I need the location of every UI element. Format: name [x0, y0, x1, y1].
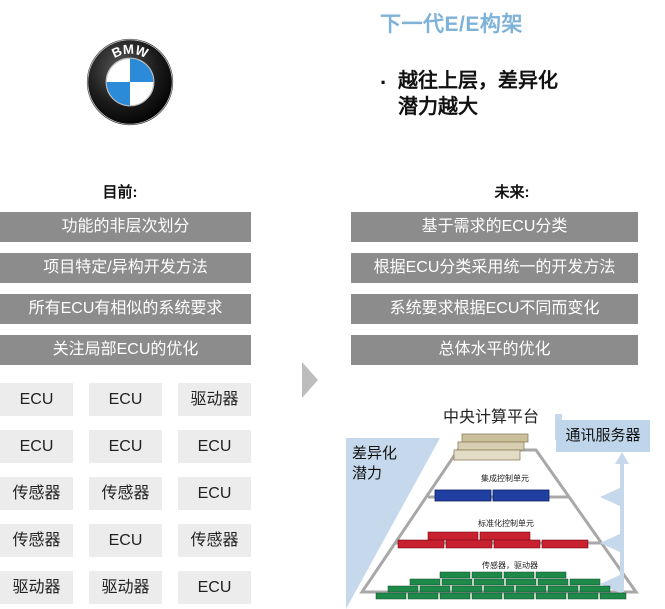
grid-tile: 传感器 [0, 524, 73, 557]
current-bar-3: 所有ECU有相似的系统要求 [0, 294, 251, 324]
future-bar-2: 根据ECU分类采用统一的开发方法 [351, 253, 638, 283]
chevron-right-icon [302, 362, 318, 398]
bmw-logo-icon: BMW [86, 38, 174, 126]
current-bar-1: 功能的非层次划分 [0, 212, 251, 242]
grid-tile: 传感器 [0, 477, 73, 510]
pyramid-diagram [346, 414, 639, 609]
future-bar-3: 系统要求根据ECU不同而变化 [351, 294, 638, 324]
grid-tile: ECU [178, 477, 251, 510]
grid-tile: ECU [0, 383, 73, 416]
current-bar-4: 关注局部ECU的优化 [0, 335, 251, 365]
differentiation-wedge [346, 438, 440, 609]
layer3-label: 传感器，驱动器 [482, 561, 538, 570]
current-heading: 目前: [102, 184, 138, 201]
grid-tile: ECU [178, 430, 251, 463]
grid-tile: 传感器 [89, 477, 162, 510]
future-bar-4: 总体水平的优化 [351, 335, 638, 365]
bullet-line-1: 越往上层，差异化 [398, 70, 558, 92]
comm-server-label: 通讯服务器 [556, 420, 650, 452]
grid-tile: ECU [178, 571, 251, 604]
central-platform-label: 中央计算平台 [442, 409, 539, 426]
current-bar-2: 项目特定/异构开发方法 [0, 253, 251, 283]
grid-tile: ECU [0, 430, 73, 463]
future-heading: 未来: [494, 184, 530, 201]
layer2-label: 标准化控制单元 [478, 519, 534, 528]
future-bar-1: 基于需求的ECU分类 [351, 212, 638, 242]
grid-tile: ECU [89, 430, 162, 463]
page-title: 下一代E/E构架 [380, 13, 523, 36]
grid-tile: ECU [89, 524, 162, 557]
grid-tile: 驱动器 [178, 383, 251, 416]
bullet-dot: · [380, 70, 388, 95]
grid-tile: ECU [89, 383, 162, 416]
grid-tile: 驱动器 [89, 571, 162, 604]
grid-tile: 传感器 [178, 524, 251, 557]
bullet-line-2: 潜力越大 [398, 96, 478, 118]
layer1-label: 集成控制单元 [481, 474, 529, 483]
grid-tile: 驱动器 [0, 571, 73, 604]
differentiation-label-2: 潜力 [352, 465, 383, 482]
differentiation-label-1: 差异化 [352, 445, 398, 462]
